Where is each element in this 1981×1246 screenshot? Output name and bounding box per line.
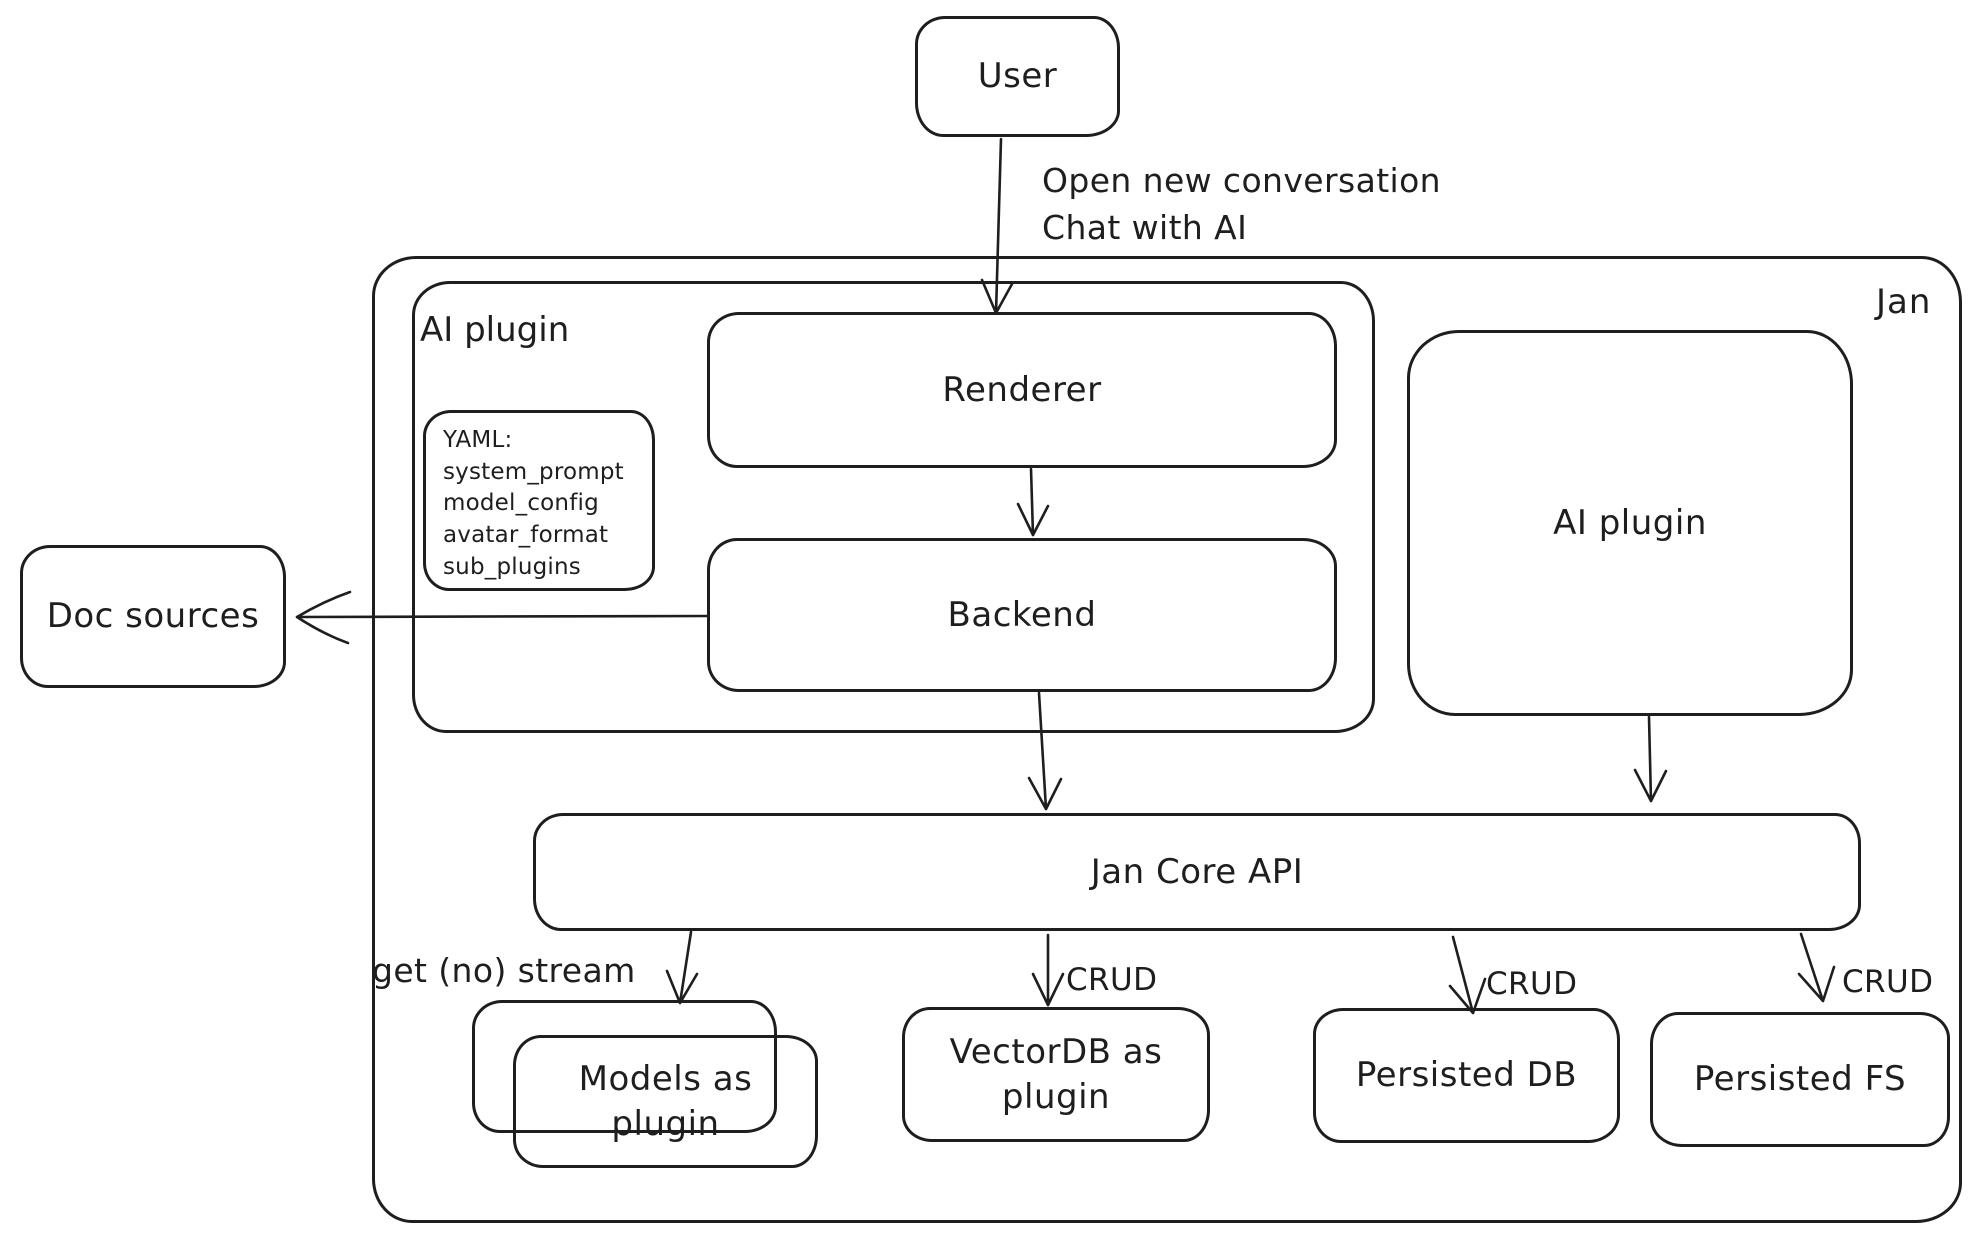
node-persisted-fs: Persisted FS bbox=[1650, 1012, 1950, 1147]
edge-label-open-conversation: Open new conversation Chat with AI bbox=[1042, 161, 1442, 247]
ai-plugin-group-box bbox=[412, 281, 1375, 733]
node-persisted-fs-label: Persisted FS bbox=[1693, 1059, 1907, 1100]
node-doc-sources-label: Doc sources bbox=[46, 596, 260, 637]
node-ai-plugin: AI plugin bbox=[1407, 330, 1853, 716]
node-backend: Backend bbox=[707, 538, 1337, 692]
edge-label-crud-vectordb: CRUD bbox=[1066, 962, 1158, 998]
node-doc-sources: Doc sources bbox=[20, 545, 286, 688]
node-ai-plugin-label: AI plugin bbox=[1553, 502, 1707, 543]
node-user-label: User bbox=[977, 56, 1058, 97]
jan-container-box bbox=[372, 256, 1962, 1223]
jan-container-label: Jan bbox=[1876, 282, 1932, 322]
ai-plugin-group-label: AI plugin bbox=[420, 310, 570, 350]
node-backend-label: Backend bbox=[947, 594, 1097, 635]
node-models-plugin-back-box bbox=[472, 1000, 777, 1133]
node-renderer: Renderer bbox=[707, 312, 1337, 468]
node-persisted-db: Persisted DB bbox=[1313, 1008, 1620, 1143]
node-persisted-db-label: Persisted DB bbox=[1355, 1055, 1578, 1096]
node-jan-core-api-label: Jan Core API bbox=[1090, 851, 1304, 892]
node-user: User bbox=[915, 16, 1120, 137]
node-jan-core-api: Jan Core API bbox=[533, 813, 1861, 931]
node-renderer-label: Renderer bbox=[942, 369, 1102, 410]
yaml-config-note: YAML: system_prompt model_config avatar_… bbox=[423, 410, 655, 591]
node-vectordb-plugin-label: VectorDB as plugin bbox=[949, 1032, 1163, 1117]
node-models-plugin-label: Models as plugin bbox=[578, 1059, 753, 1144]
node-models-plugin: Models as plugin bbox=[513, 1035, 818, 1168]
edge-label-crud-persisted-fs: CRUD bbox=[1842, 964, 1934, 1000]
edge-label-get-no-stream: get (no) stream bbox=[372, 951, 636, 990]
node-vectordb-plugin: VectorDB as plugin bbox=[902, 1007, 1210, 1142]
edge-label-crud-persisted-db: CRUD bbox=[1486, 966, 1578, 1002]
